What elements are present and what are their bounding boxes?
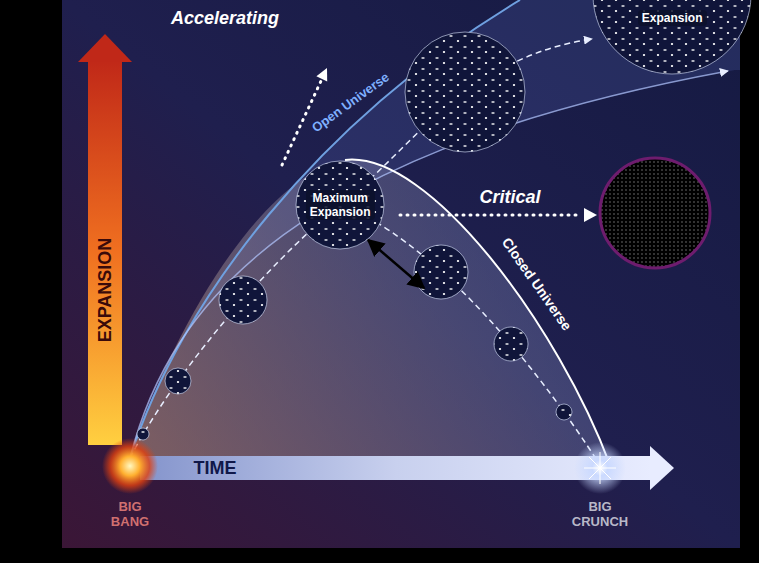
node-text: Maximum Expansion (306, 190, 375, 221)
universe-circle (494, 327, 528, 361)
stage-circle: Maximum Expansion (295, 160, 385, 250)
open-universe-label: Open Universe (309, 70, 392, 136)
big-crunch-star (584, 452, 616, 484)
dotted-arrow-head (584, 208, 597, 222)
universe-circle (296, 161, 384, 249)
universe-circle (405, 32, 525, 152)
dashed-path (340, 205, 600, 465)
universe-circle (165, 368, 191, 394)
critical-sample-circle (600, 158, 710, 268)
big-bang-glow (102, 438, 158, 494)
universe-circle (219, 276, 267, 324)
axis-label: TIME (194, 458, 237, 479)
dotted-arrow (400, 214, 582, 217)
time-axis-head (650, 446, 674, 490)
node-text-group: Maximum Expansion (306, 190, 375, 221)
closed-universe-line (345, 160, 610, 465)
event-label: BIG CRUNCH (560, 500, 640, 530)
closed-universe-label: Closed Universe (499, 235, 575, 334)
event-label: BIG BANG (100, 500, 160, 530)
dotted-arrow-head (316, 68, 327, 81)
big-crunch-glow (574, 442, 626, 494)
background-panel (62, 0, 740, 548)
critical-label: Critical (479, 187, 540, 208)
universe-circle (414, 245, 468, 299)
node-text-group: Expansion (638, 10, 707, 26)
double-arrow (368, 240, 424, 288)
universe-circle (556, 404, 572, 420)
axis-label: EXPANSION (95, 238, 116, 343)
accelerating-label: Accelerating (171, 8, 279, 29)
node-text: Expansion (638, 10, 707, 26)
expansion-axis-head (78, 34, 132, 62)
universe-circle (593, 0, 751, 74)
universe-circle (137, 428, 149, 440)
expansion-axis-bar (88, 60, 122, 445)
expansion-circle: Expansion (592, 0, 752, 75)
